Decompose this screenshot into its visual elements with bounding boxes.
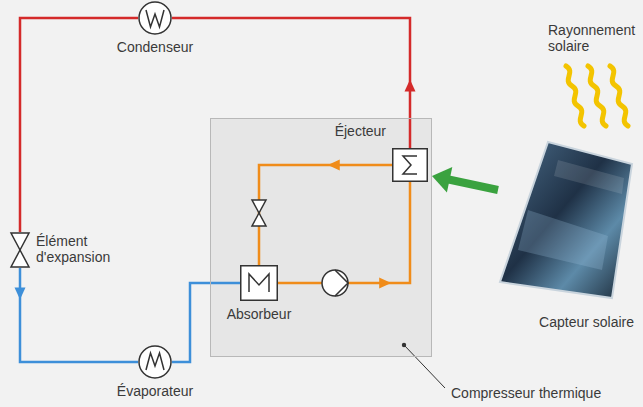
- arrow-head: [15, 287, 26, 299]
- ejector-symbol-art: [392, 148, 428, 182]
- absorber-symbol-art: [240, 265, 278, 301]
- component-label: Absorbeur: [227, 306, 292, 322]
- component-label: Capteur solaire: [539, 314, 634, 330]
- connector-path: [20, 268, 138, 362]
- heat-input-arrow: [432, 167, 498, 192]
- component-label: Compresseur thermique: [451, 385, 601, 401]
- pipe-line: [172, 18, 416, 148]
- component-label: Éjecteur: [335, 123, 386, 139]
- connector-path: [259, 165, 392, 265]
- arrow-head: [405, 79, 416, 91]
- expansion-valve: Élément d'expansion: [10, 232, 30, 268]
- pipe-line: [15, 268, 139, 362]
- connector-path: [172, 283, 240, 362]
- pipe-line: [259, 160, 392, 266]
- connector-path: [449, 180, 498, 190]
- pipe-line: [278, 182, 410, 289]
- absorber-symbol: Absorbeur: [240, 265, 278, 301]
- connector-path: [278, 182, 410, 283]
- leader-line: [402, 343, 445, 388]
- solar-collector-art: [498, 140, 634, 302]
- connector-path: [172, 18, 410, 148]
- expansion-valve-art: [10, 232, 30, 268]
- ejector-symbol: Éjecteur: [392, 148, 428, 182]
- solar-rays: [566, 66, 628, 126]
- thermal-compressor: Compresseur thermiqueÉjecteurAbsorbeur: [210, 118, 432, 357]
- arrow-head: [379, 278, 391, 289]
- caption-label: Rayonnement solaire: [548, 22, 643, 54]
- component-label: Condenseur: [117, 39, 193, 55]
- arrow-head: [432, 167, 452, 192]
- solar-collector: Capteur solaire: [498, 140, 634, 302]
- valve-symbol: [252, 200, 266, 226]
- evaporator-symbol: Évaporateur: [138, 345, 172, 379]
- pipe-line: [172, 283, 240, 362]
- component-label: Élément d'expansion: [36, 233, 131, 265]
- condenser-symbol-art: [138, 1, 172, 35]
- component-label: Évaporateur: [117, 383, 193, 399]
- evaporator-symbol-art: [138, 345, 172, 379]
- arrow-head: [328, 160, 340, 171]
- condenser-symbol: Condenseur: [138, 1, 172, 35]
- pump-symbol: [322, 270, 348, 296]
- compressor-ground: [210, 118, 432, 357]
